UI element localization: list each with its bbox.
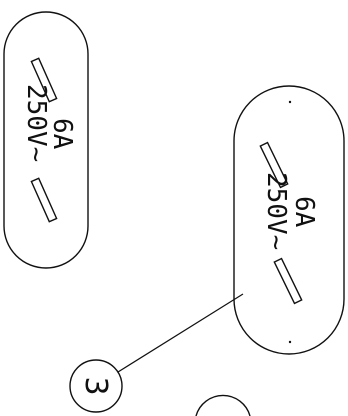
callout-3: 3	[69, 359, 123, 413]
fuse-1-terminal-bottom	[30, 177, 58, 223]
callout-3-circle	[69, 359, 123, 413]
fuse-1-current-rating: 6A	[47, 118, 77, 150]
callout-leader-line	[117, 293, 244, 373]
fuse-1-voltage-rating: 250V~	[21, 84, 51, 162]
fuse-part-1: 6A 250V~	[3, 11, 89, 269]
fuse-2-body-outline	[233, 85, 345, 355]
fuse-2-marker-bottom	[288, 340, 292, 344]
fuse-2-current-rating: 6A	[289, 196, 319, 228]
fuse-part-2: 6A 250V~	[233, 85, 345, 355]
fuse-2-marker-top	[288, 100, 292, 104]
fuse-1-terminal-top	[30, 57, 58, 103]
fuse-2-terminal-top	[259, 141, 289, 189]
partial-callout-circle	[195, 394, 251, 416]
callout-3-number: 3	[78, 376, 113, 395]
fuse-2-voltage-rating: 250V~	[261, 172, 291, 250]
fuse-1-body-outline	[3, 11, 89, 269]
fuse-2-terminal-bottom	[273, 257, 303, 305]
